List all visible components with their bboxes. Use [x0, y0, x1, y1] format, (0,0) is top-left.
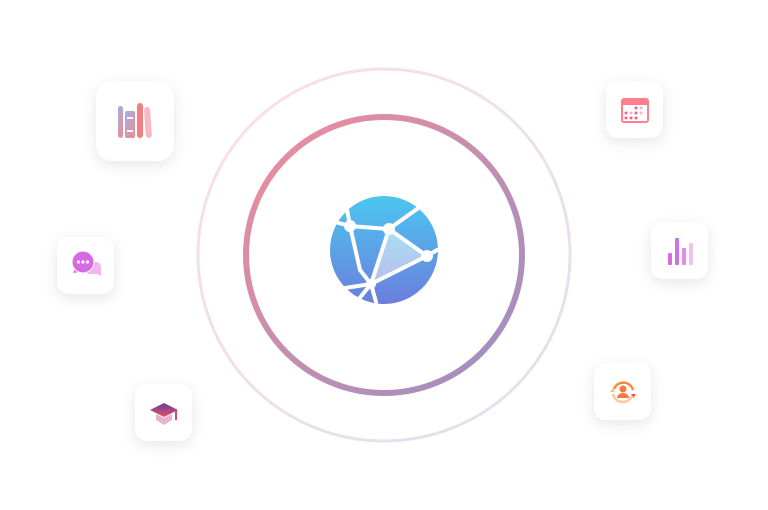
calendar-card[interactable] — [606, 81, 663, 138]
inner-ring — [243, 114, 525, 396]
user-sync-icon — [609, 380, 636, 403]
calendar-icon — [620, 97, 649, 123]
graduation-cap-card[interactable] — [135, 384, 192, 441]
books-card[interactable] — [96, 81, 174, 161]
graduation-cap-icon — [149, 402, 178, 425]
chat-card[interactable] — [57, 237, 114, 294]
chat-icon — [71, 250, 101, 276]
bar-chart-icon — [667, 237, 693, 265]
bar-chart-card[interactable] — [651, 222, 708, 279]
user-sync-card[interactable] — [594, 363, 651, 420]
outer-ring — [196, 67, 572, 443]
globe-network-icon — [330, 196, 439, 304]
books-icon — [118, 103, 152, 138]
